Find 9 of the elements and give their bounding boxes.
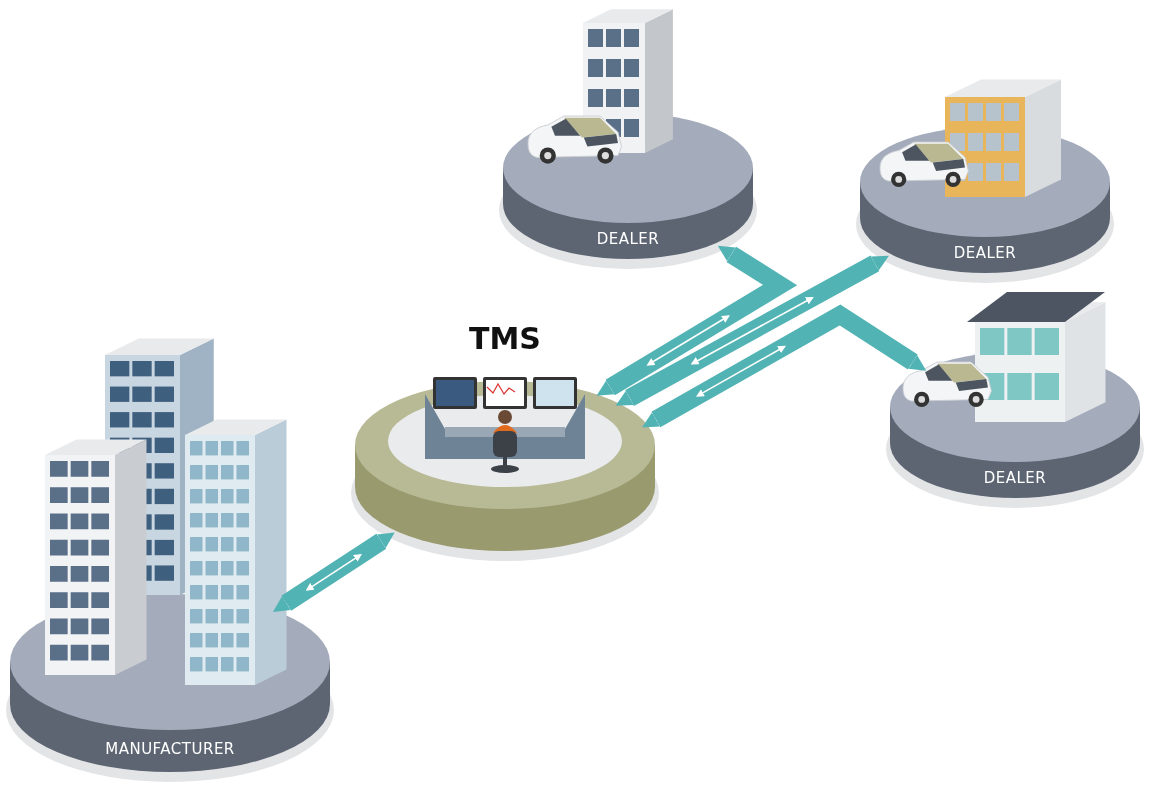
connector-band <box>642 304 927 428</box>
platform-label: DEALER <box>983 469 1047 487</box>
system-title: TMS <box>469 322 541 356</box>
connector-band <box>272 532 395 613</box>
connector-band <box>615 255 889 406</box>
platform-label: DEALER <box>596 230 660 248</box>
connector-band <box>596 245 798 396</box>
platform-label: DEALER <box>953 244 1017 262</box>
platform-label: MANUFACTURER <box>105 740 235 758</box>
